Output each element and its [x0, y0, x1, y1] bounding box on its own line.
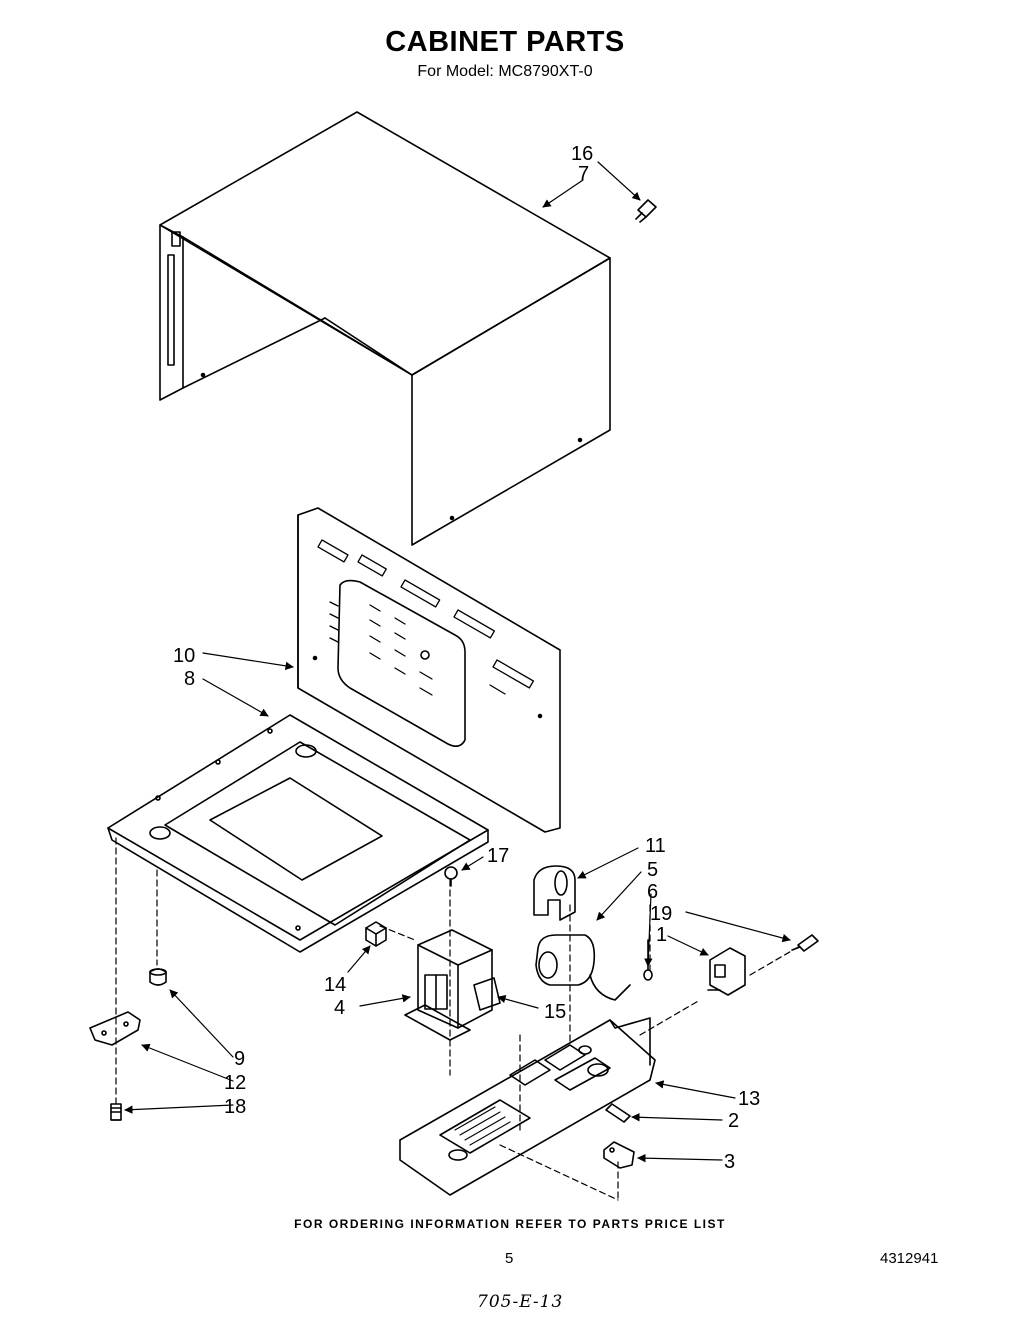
- block-part-14: [365, 921, 387, 947]
- document-number: 4312941: [880, 1250, 939, 1267]
- hinge-part-12: [89, 1011, 141, 1046]
- clip-part-3: [603, 1141, 635, 1169]
- callout-19: 19: [650, 903, 672, 925]
- ordering-note: FOR ORDERING INFORMATION REFER TO PARTS …: [294, 1217, 726, 1231]
- callout-2: 2: [728, 1110, 739, 1132]
- cabinet-wrapper: [159, 111, 611, 546]
- callout-8: 8: [184, 668, 195, 690]
- callout-14: 14: [324, 974, 346, 996]
- callout-18: 18: [224, 1096, 246, 1118]
- callout-11: 11: [645, 835, 666, 857]
- callout-3: 3: [724, 1151, 735, 1173]
- callout-10: 10: [173, 645, 195, 667]
- foot-part-9: [149, 968, 167, 986]
- callout-12: 12: [224, 1072, 246, 1094]
- screw-part-19: [791, 934, 819, 952]
- callout-13: 13: [738, 1088, 760, 1110]
- base-plate: [107, 714, 489, 953]
- callout-4: 4: [334, 997, 345, 1019]
- screw-part-16: [635, 199, 657, 223]
- callout-9: 9: [234, 1048, 245, 1070]
- mounting-plate-part-13: [399, 1017, 656, 1196]
- screw-part-17: [444, 866, 458, 887]
- back-panel: [297, 507, 561, 833]
- screw-part-18: [110, 1103, 122, 1121]
- transformer-part-4: [404, 929, 501, 1041]
- callout-5: 5: [647, 859, 658, 881]
- arrow-leaders: [124, 161, 791, 1163]
- callout-1: 1: [656, 924, 667, 946]
- callout-15: 15: [544, 1001, 566, 1023]
- callout-16: 16: [571, 143, 593, 165]
- bracket-part-11: [533, 865, 576, 921]
- handwritten-code: 705-E-13: [477, 1292, 564, 1312]
- page-title: CABINET PARTS: [385, 26, 625, 58]
- callout-labels: 16 7 10 8 17 11 5 6 19 1 14 4 15 9 12 18…: [173, 143, 760, 1173]
- callout-7: 7: [578, 163, 589, 185]
- pin-part-2: [605, 1103, 631, 1123]
- capacitor-part-5: [535, 934, 631, 1001]
- callout-17: 17: [487, 845, 509, 867]
- callout-6: 6: [647, 881, 658, 903]
- page-number: 5: [505, 1250, 514, 1267]
- model-subtitle: For Model: MC8790XT-0: [417, 63, 593, 80]
- switch-part-1: [707, 947, 746, 996]
